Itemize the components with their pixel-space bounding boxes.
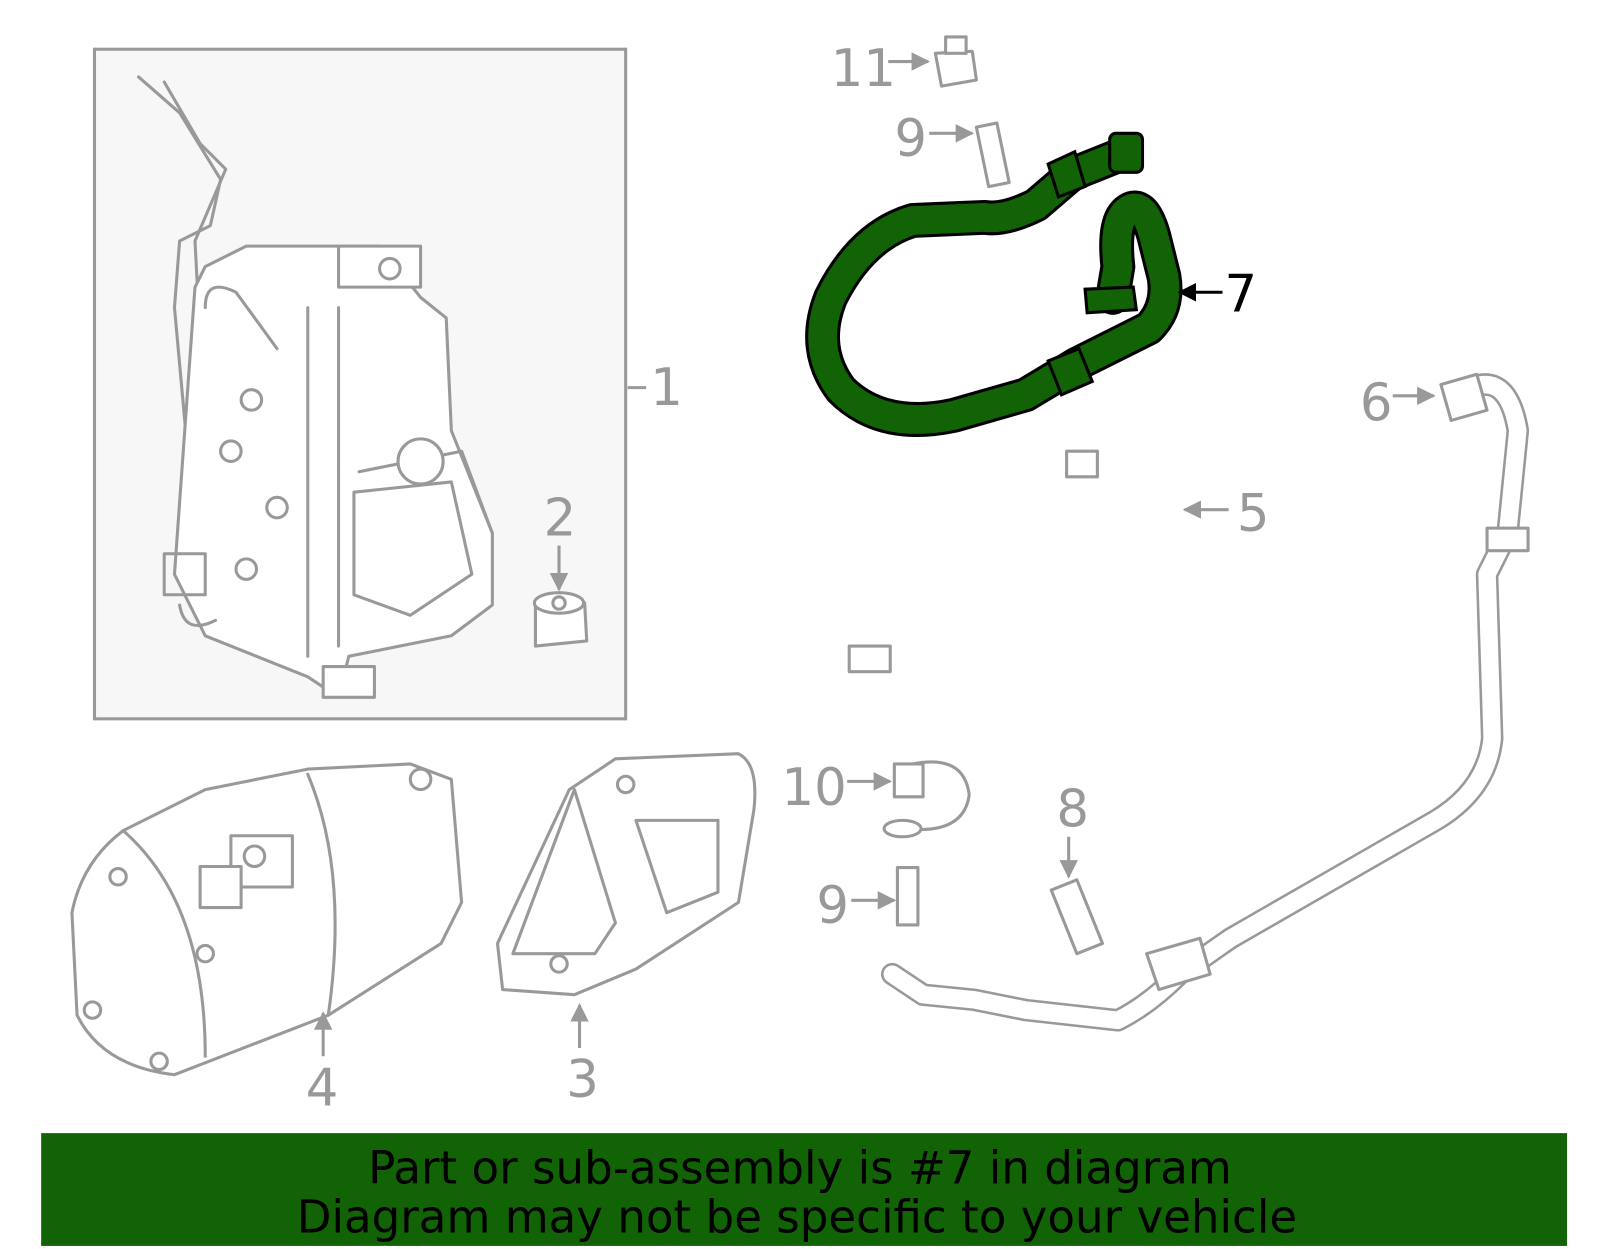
callout-4: 4: [306, 1058, 339, 1118]
callout-8: 8: [1056, 780, 1089, 840]
banner-line-1: Part or sub-assembly is #7 in diagram: [368, 1141, 1232, 1194]
part-2-grommet: [532, 591, 589, 648]
callout-6: 6: [1360, 373, 1393, 433]
callout-9-lower: 9: [816, 876, 849, 936]
part-6-line: [881, 372, 1530, 1032]
part-8-pressure-switch: [1049, 878, 1105, 956]
part-11-cap: [933, 35, 978, 88]
notice-banner: Part or sub-assembly is #7 in diagram Di…: [41, 1133, 1568, 1246]
part-10-cap: [882, 760, 971, 839]
callout-10: 10: [782, 758, 847, 818]
callout-1: 1: [650, 358, 683, 418]
part-9-valve-core-top: [974, 121, 1011, 189]
part-4-compressor: [70, 762, 464, 1077]
part-1-assembly: [92, 47, 628, 721]
part-3-bracket: [495, 752, 757, 997]
callout-2: 2: [544, 488, 577, 548]
callout-3: 3: [566, 1050, 599, 1110]
callout-7: 7: [1225, 265, 1258, 325]
callout-9-top: 9: [894, 109, 927, 169]
callout-11: 11: [831, 39, 896, 99]
callout-5: 5: [1237, 484, 1270, 544]
banner-line-2: Diagram may not be specific to your vehi…: [297, 1191, 1297, 1244]
part-7-hose-highlighted: [805, 131, 1183, 437]
part-5-line: [847, 449, 1180, 711]
part-9-valve-core-lower: [895, 865, 920, 927]
